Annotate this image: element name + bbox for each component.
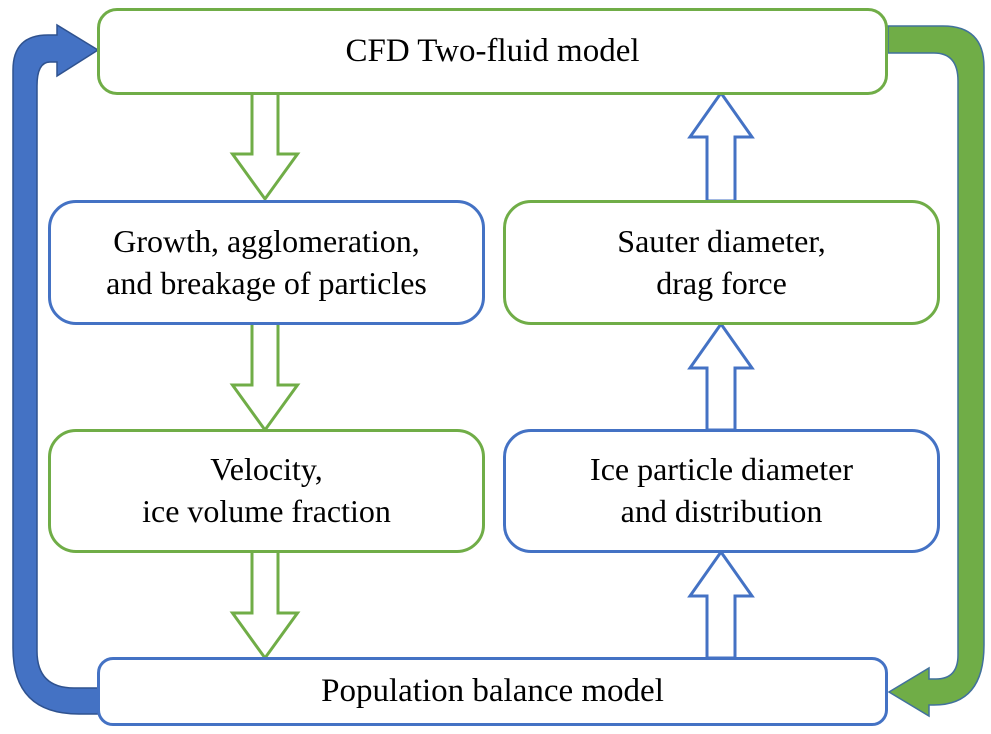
box-label: CFD Two-fluid model (345, 33, 640, 70)
cycle-arrow-right-icon (887, 25, 985, 718)
ice-particle-diameter-distribution-box: Ice particle diameter and distribution (503, 429, 940, 553)
up-arrow-icon (687, 321, 755, 432)
down-arrow-icon (229, 321, 301, 433)
cycle-arrow-left-icon (12, 23, 100, 715)
box-label-line: and breakage of particles (106, 264, 427, 301)
down-arrow-icon (229, 90, 301, 202)
up-arrow-icon (687, 549, 755, 660)
cfd-two-fluid-model-box: CFD Two-fluid model (97, 8, 888, 95)
growth-agglomeration-breakage-box: Growth, agglomeration, and breakage of p… (48, 200, 485, 325)
box-label-line: ice volume fraction (142, 493, 391, 529)
box-label-line: and distribution (620, 493, 823, 529)
box-label: Population balance model (321, 673, 664, 710)
box-label-line: Sauter diameter, (617, 222, 826, 259)
population-balance-model-box: Population balance model (97, 657, 888, 726)
sauter-diameter-drag-force-box: Sauter diameter, drag force (503, 200, 940, 325)
box-label-line: Ice particle diameter (590, 451, 853, 488)
box-label-line: drag force (656, 264, 787, 301)
box-label-line: Growth, agglomeration, (113, 222, 420, 259)
box-label-line: Velocity, (210, 451, 323, 488)
velocity-ice-volume-fraction-box: Velocity, ice volume fraction (48, 429, 485, 553)
up-arrow-icon (687, 90, 755, 203)
down-arrow-icon (229, 549, 301, 661)
